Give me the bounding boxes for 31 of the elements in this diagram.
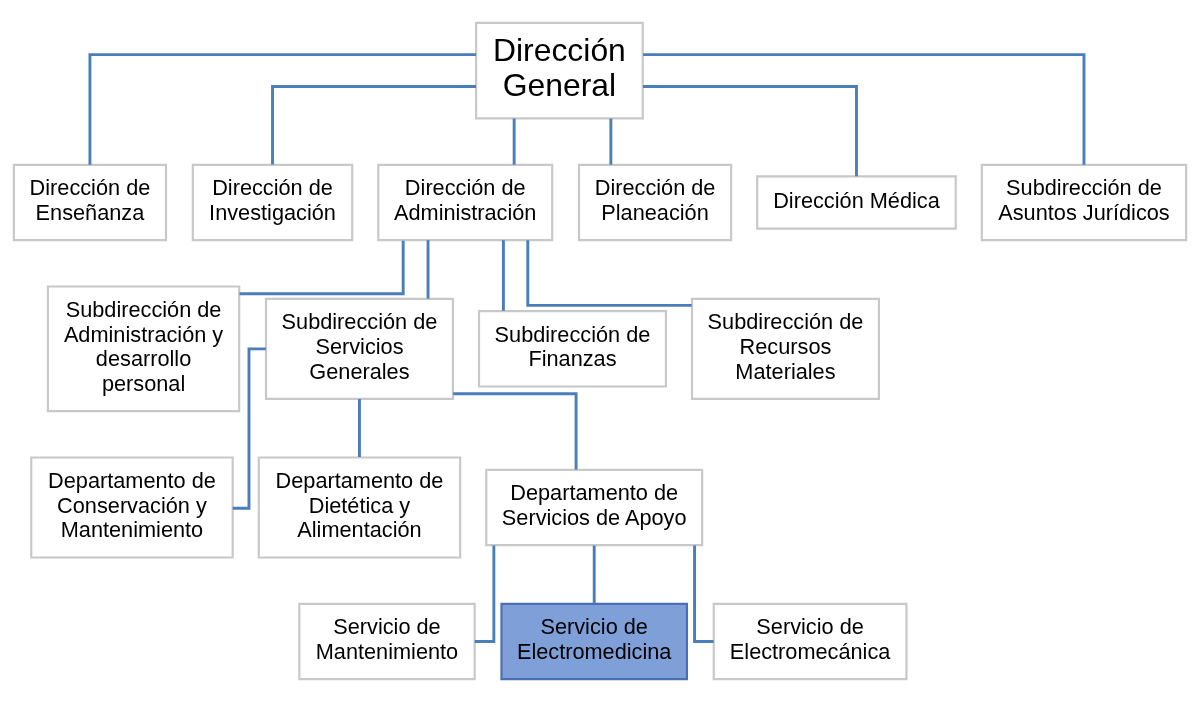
- connector: [232, 347, 266, 510]
- connector: [358, 399, 361, 458]
- connector: [609, 118, 613, 165]
- node-box: Dirección Médica: [756, 175, 957, 230]
- connector: [501, 240, 505, 311]
- node-box: Dirección General: [475, 21, 644, 120]
- node-box: Servicio de Mantenimiento: [298, 602, 476, 681]
- connector: [271, 85, 477, 165]
- node-box: Subdirección de Servicios Generales: [264, 297, 454, 400]
- node-box: Subdirección de Recursos Materiales: [690, 297, 881, 400]
- connector: [512, 118, 516, 165]
- connector: [453, 392, 578, 470]
- connector: [526, 240, 692, 307]
- node-box: Subdirección de Finanzas: [477, 310, 667, 388]
- node-box: Departamento de Servicios de Apoyo: [485, 468, 704, 547]
- node-box: Servicio de Electromedicina: [500, 602, 689, 681]
- connector: [642, 85, 858, 177]
- node-box: Departamento de Conservación y Mantenimiento: [30, 456, 234, 559]
- connector: [88, 53, 477, 165]
- node-box: Subdirección de Asuntos Jurídicos: [980, 163, 1188, 242]
- node-box: Departamento de Dietética y Alimentación: [257, 456, 462, 559]
- node-box: Subdirección de Administración y desarrollo personal: [46, 285, 241, 413]
- connector: [426, 240, 430, 299]
- connector: [592, 545, 596, 604]
- node-box: Dirección de Administración: [377, 163, 554, 242]
- node-box: Dirección de Enseñanza: [12, 163, 168, 242]
- connector: [239, 240, 405, 296]
- connector: [643, 53, 1086, 165]
- node-box: Dirección de Investigación: [191, 163, 354, 242]
- node-box: Servicio de Electromecánica: [712, 602, 908, 681]
- node-box: Dirección de Planeación: [577, 163, 733, 242]
